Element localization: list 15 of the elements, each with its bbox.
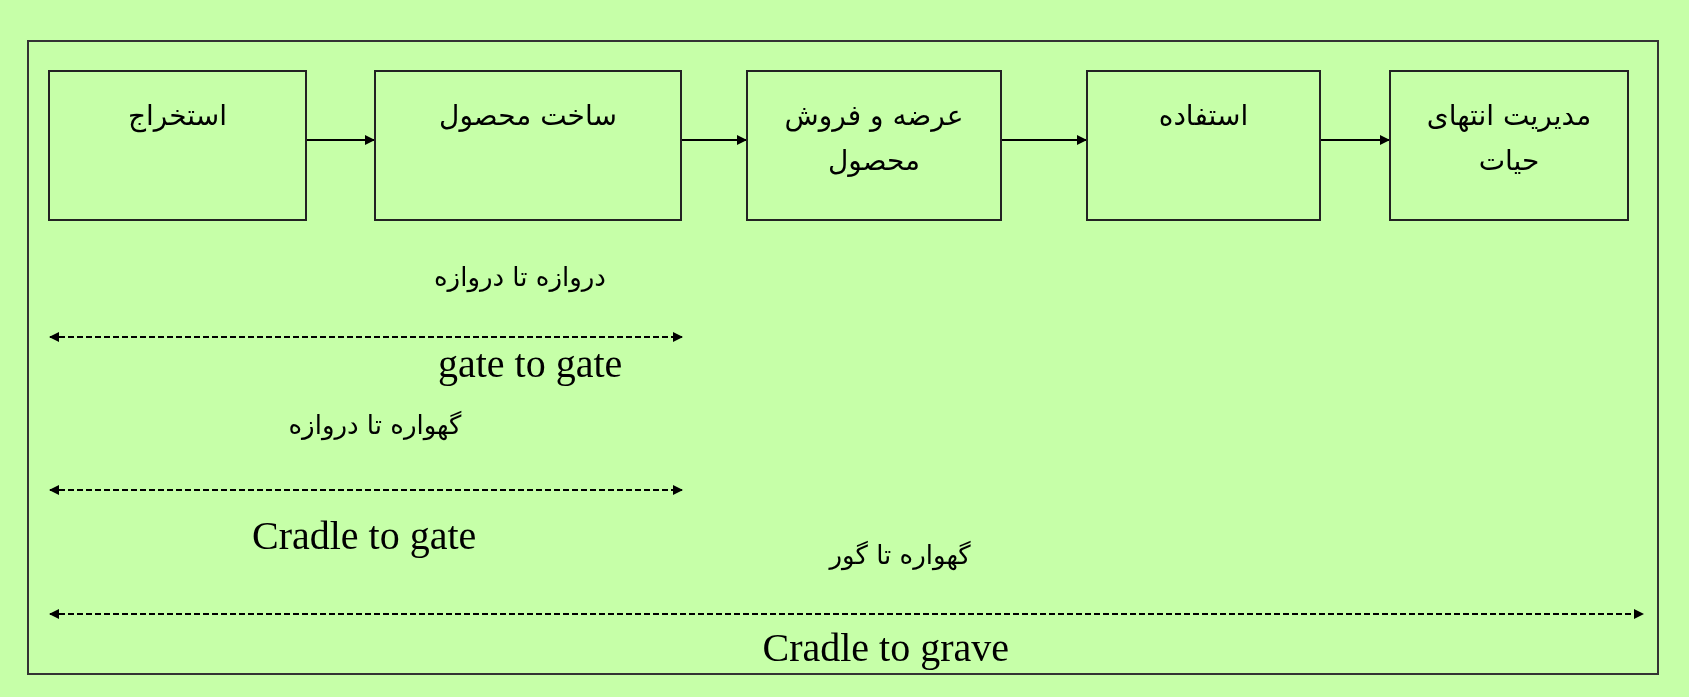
process-box: عرضه و فروش محصول [746,70,1002,221]
arrow [1001,135,1087,145]
range-label: دروازه تا دروازه [434,262,606,292]
arrow [306,135,375,145]
range-caption: Cradle to gate [252,512,477,559]
process-box: استخراج [48,70,307,221]
range-label: گهواره تا دروازه [288,410,462,440]
arrow [1320,135,1390,145]
range-caption: gate to gate [438,340,623,387]
process-box: مدیریت انتهای حیات [1389,70,1629,221]
process-box: ساخت محصول [374,70,682,221]
arrow [681,135,747,145]
range-caption: Cradle to grave [762,624,1010,671]
process-box: استفاده [1086,70,1321,221]
range-label: گهواره تا گور [829,540,971,570]
